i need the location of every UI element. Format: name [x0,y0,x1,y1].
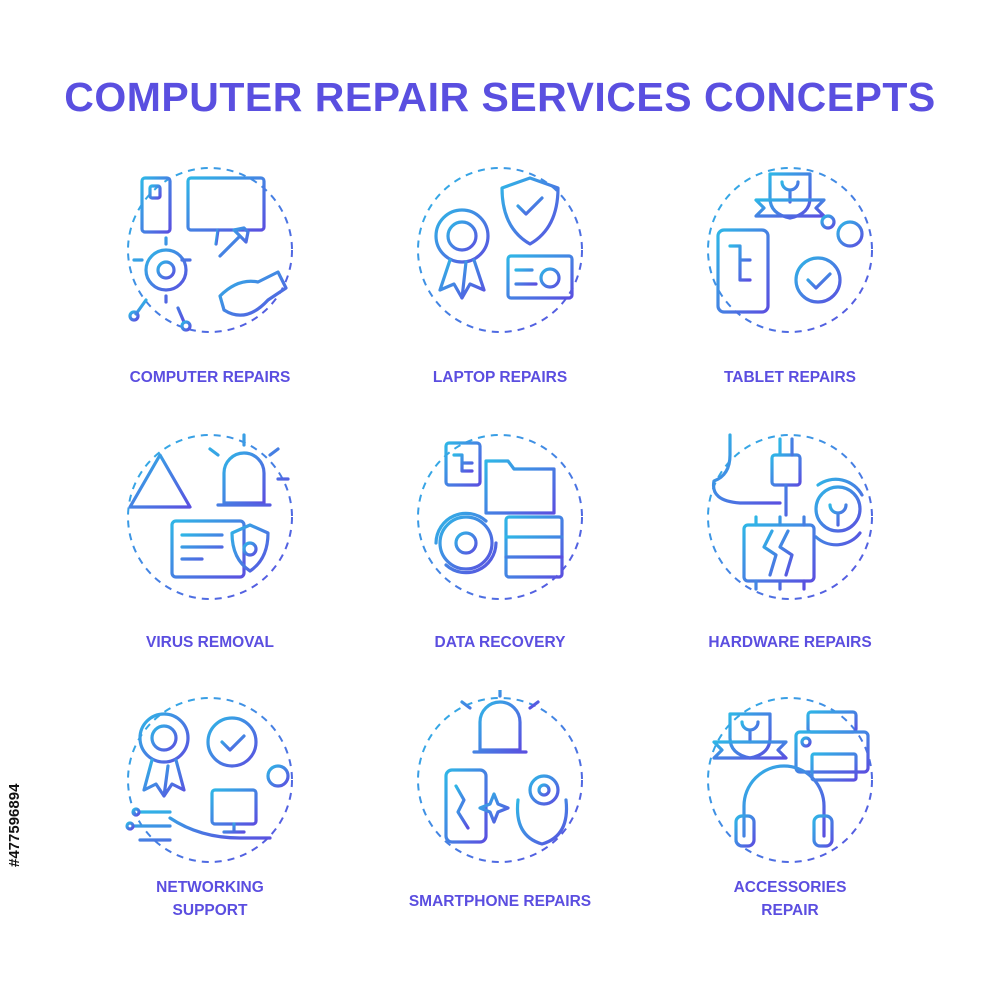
label-line-1: ACCESSORIES [733,879,847,896]
hardware-repair-icon [700,425,880,605]
label-line-1: HARDWARE REPAIRS [708,634,872,651]
laptop-repair-icon [410,160,590,340]
label-hardware-repairs: HARDWARE REPAIRS [640,631,940,654]
concept-hardware-repairs: HARDWARE REPAIRS [640,425,940,685]
label-line-2: REPAIR [761,902,819,919]
page-title: COMPUTER REPAIR SERVICES CONCEPTS [64,74,936,120]
concept-tablet-repairs: TABLET REPAIRS [640,160,940,420]
concept-computer-repairs: COMPUTER REPAIRS [60,160,360,420]
tablet-repair-icon [700,160,880,340]
label-data-recovery: DATA RECOVERY [350,631,650,654]
label-line-1: LAPTOP REPAIRS [432,369,568,386]
data-recovery-icon [410,425,590,605]
concept-networking-support: NETWORKING SUPPORT [60,690,360,950]
concept-smartphone-repairs: SMARTPHONE REPAIRS [350,690,650,950]
label-accessories-repair: ACCESSORIES REPAIR [640,876,940,922]
smartphone-repair-icon [410,690,590,870]
concept-laptop-repairs: LAPTOP REPAIRS [350,160,650,420]
label-line-2: SUPPORT [172,902,248,919]
accessories-repair-icon [700,690,880,870]
label-line-1: DATA RECOVERY [434,634,566,651]
label-computer-repairs: COMPUTER REPAIRS [60,366,360,389]
label-line-1: COMPUTER REPAIRS [129,369,291,386]
label-line-1: VIRUS REMOVAL [145,634,275,651]
concept-accessories-repair: ACCESSORIES REPAIR [640,690,940,950]
label-networking-support: NETWORKING SUPPORT [60,876,360,922]
concept-virus-removal: VIRUS REMOVAL [60,425,360,685]
label-laptop-repairs: LAPTOP REPAIRS [350,366,650,389]
computer-repair-icon [120,160,300,340]
label-line-1: NETWORKING [156,879,264,896]
networking-support-icon [120,690,300,870]
label-virus-removal: VIRUS REMOVAL [60,631,360,654]
label-line-1: TABLET REPAIRS [723,369,857,386]
label-line-1: SMARTPHONE REPAIRS [408,893,592,910]
image-id-text: #477596894 [6,783,23,867]
label-smartphone-repairs: SMARTPHONE REPAIRS [350,890,650,913]
virus-removal-icon [120,425,300,605]
concept-data-recovery: DATA RECOVERY [350,425,650,685]
label-tablet-repairs: TABLET REPAIRS [640,366,940,389]
